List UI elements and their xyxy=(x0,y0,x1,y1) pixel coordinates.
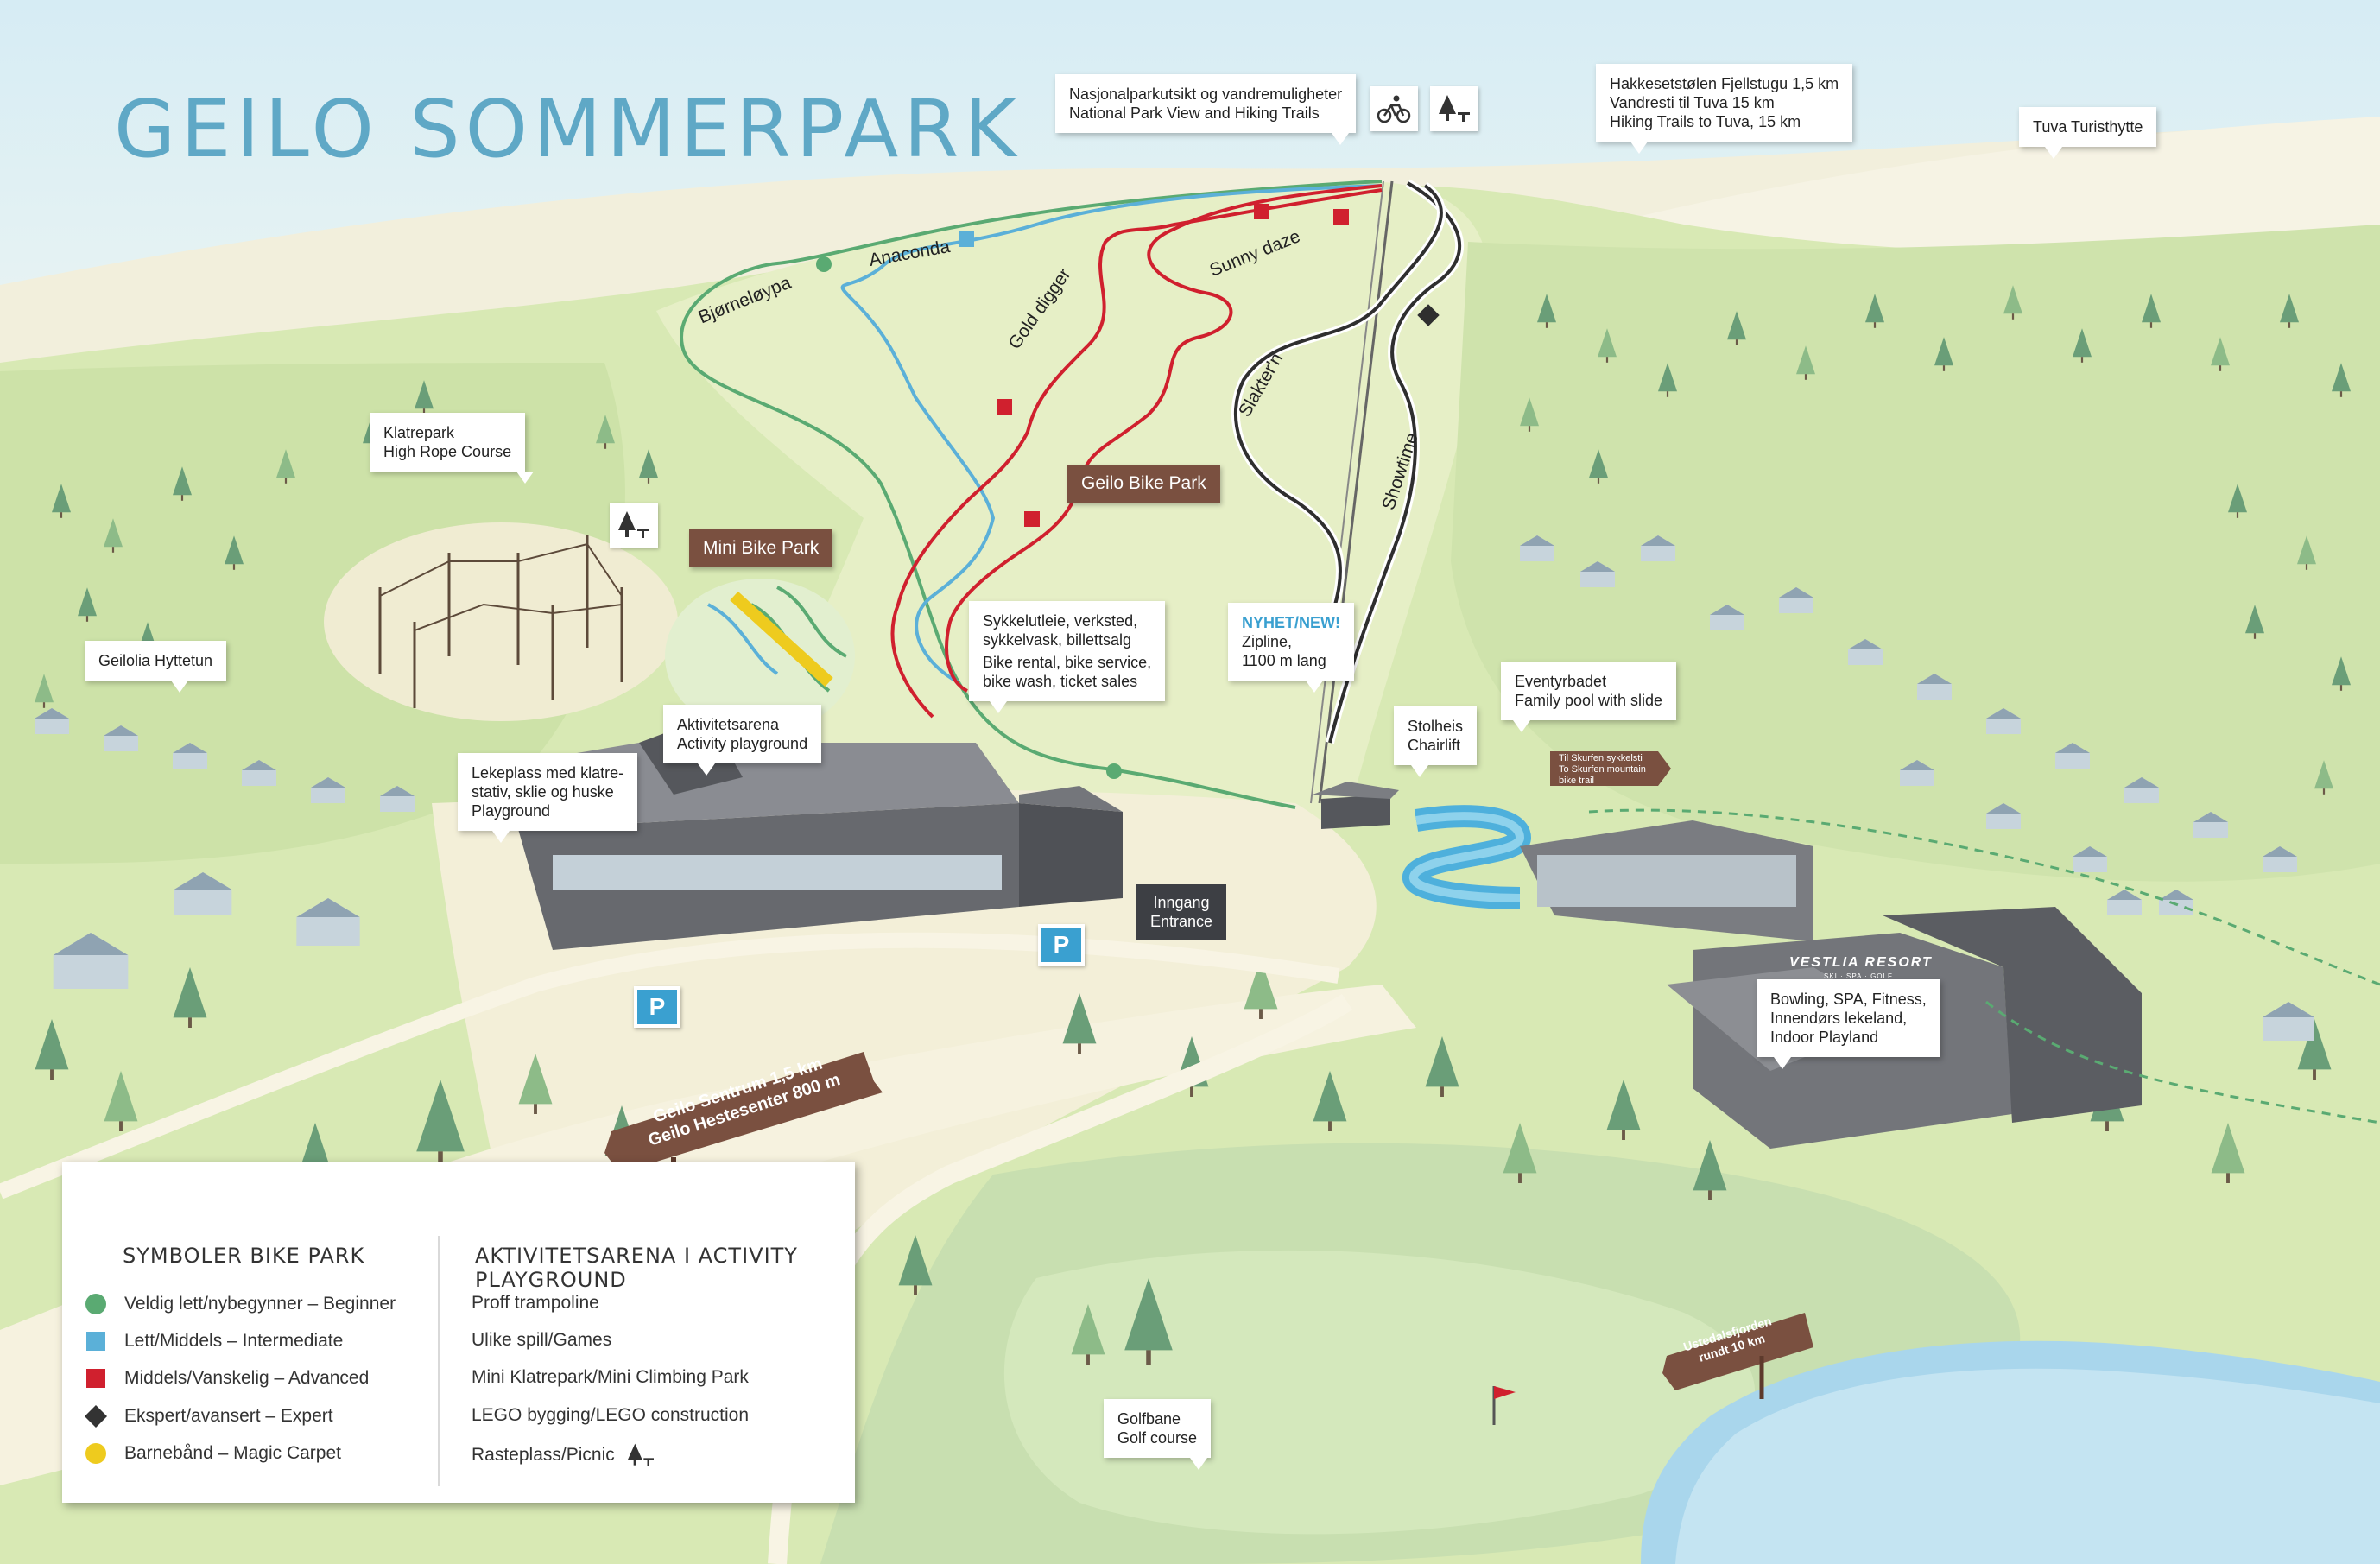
black-diamond-icon xyxy=(85,1405,107,1428)
legend-activity-label: Rasteplass/Picnic xyxy=(472,1445,615,1465)
picnic-icon xyxy=(627,1443,654,1466)
legend-activity-item: Proff trampoline xyxy=(472,1293,599,1314)
picnic-icon xyxy=(1430,86,1478,131)
label-geilo-bike-park: Geilo Bike Park xyxy=(1067,465,1220,503)
label-mini-bike-park: Mini Bike Park xyxy=(689,529,833,567)
sign-skurfen: Til Skurfen sykkelsti To Skurfen mountai… xyxy=(1559,753,1646,787)
legend-divider xyxy=(438,1236,440,1486)
legend-activity-item: Mini Klatrepark/Mini Climbing Park xyxy=(472,1367,749,1388)
callout-line: Family pool with slide xyxy=(1515,692,1663,709)
legend-activity-label: Proff trampoline xyxy=(472,1293,599,1313)
callout-zipline: NYHET/NEW! Zipline, 1100 m lang xyxy=(1228,603,1354,693)
legend-activity-label: LEGO bygging/LEGO construction xyxy=(472,1405,749,1425)
callout-national-park: Nasjonalparkutsikt og vandremuligheter N… xyxy=(1055,74,1357,145)
callout-line: Klatrepark xyxy=(383,424,455,441)
callout-line: Nasjonalparkutsikt og vandremuligheter xyxy=(1069,85,1343,103)
callout-bike-rental: Sykkelutleie, verksted, sykkelvask, bill… xyxy=(969,601,1166,713)
legend-title-activity: AKTIVITETSARENA I ACTIVITY PLAYGROUND xyxy=(475,1244,798,1292)
yellow-circle-icon xyxy=(85,1443,106,1464)
legend-title-bike-park: SYMBOLER BIKE PARK xyxy=(123,1244,365,1268)
legend-activity-label: Ulike spill/Games xyxy=(472,1330,612,1350)
sign-line: To Skurfen mountain xyxy=(1559,764,1646,775)
callout-line: Vandresti til Tuva 15 km xyxy=(1610,94,1775,111)
callout-line: National Park View and Hiking Trails xyxy=(1069,104,1320,122)
callout-line: Bowling, SPA, Fitness, xyxy=(1770,991,1927,1008)
picnic-icon xyxy=(610,503,658,548)
legend-item-label: Barnebånd – Magic Carpet xyxy=(124,1443,341,1463)
callout-geilolia: Geilolia Hyttetun xyxy=(85,641,227,693)
parking-icon: P xyxy=(634,986,680,1028)
legend-item-intermediate: Lett/Middels – Intermediate xyxy=(85,1330,343,1352)
callout-line: Eventyrbadet xyxy=(1515,673,1607,690)
callout-line: High Rope Course xyxy=(383,443,512,460)
legend-item-label: Ekspert/avansert – Expert xyxy=(124,1406,333,1426)
legend: SYMBOLER BIKE PARK AKTIVITETSARENA I ACT… xyxy=(62,1162,855,1503)
legend-item-magic-carpet: Barnebånd – Magic Carpet xyxy=(85,1442,341,1465)
legend-item-beginner: Veldig lett/nybegynner – Beginner xyxy=(85,1293,396,1315)
inngang-label-line: Inngang xyxy=(1153,894,1210,911)
legend-activity-item: LEGO bygging/LEGO construction xyxy=(472,1405,749,1426)
callout-line: Playground xyxy=(472,802,551,820)
callout-hakkesetstolen: Hakkesetstølen Fjellstugu 1,5 km Vandres… xyxy=(1596,64,1853,154)
blue-square-icon xyxy=(86,1332,105,1351)
red-square-icon xyxy=(86,1369,105,1388)
callout-line: Innendørs lekeland, xyxy=(1770,1010,1908,1027)
bike-icon xyxy=(1370,86,1418,131)
callout-line: Bike rental, bike service, xyxy=(983,654,1152,671)
resort-logo-sub: SKI · SPA · GOLF xyxy=(1824,972,1893,980)
skurfen-sign-board xyxy=(1550,751,1671,786)
callout-line: Lekeplass med klatre- xyxy=(472,764,624,782)
sign-line: Til Skurfen sykkelsti xyxy=(1559,753,1643,763)
callout-line: Golf course xyxy=(1117,1429,1198,1447)
legend-activity-item: Rasteplass/Picnic xyxy=(472,1442,658,1468)
callout-eventyrbadet: Eventyrbadet Family pool with slide xyxy=(1501,662,1677,732)
sign-line: bike trail xyxy=(1559,776,1594,786)
callout-line: sykkelvask, billettsalg xyxy=(983,631,1132,649)
legend-activity-item: Ulike spill/Games xyxy=(472,1330,611,1351)
callout-line: Golfbane xyxy=(1117,1410,1181,1428)
callout-line: 1100 m lang xyxy=(1242,652,1326,669)
legend-item-advanced: Middels/Vanskelig – Advanced xyxy=(85,1367,369,1390)
legend-item-label: Middels/Vanskelig – Advanced xyxy=(124,1368,370,1388)
callout-stolheis: Stolheis Chairlift xyxy=(1394,706,1478,777)
callout-line: bike wash, ticket sales xyxy=(983,673,1138,690)
legend-item-expert: Ekspert/avansert – Expert xyxy=(85,1405,333,1428)
callout-line: Activity playground xyxy=(677,735,808,752)
callout-aktivitetsarena: Aktivitetsarena Activity playground xyxy=(663,705,822,776)
legend-item-label: Veldig lett/nybegynner – Beginner xyxy=(124,1294,396,1314)
page-title: GEILO SOMMERPARK xyxy=(114,83,1022,175)
ustedalsfjorden-sign-board xyxy=(1662,1313,1813,1399)
inngang-label-line: Entrance xyxy=(1150,913,1213,930)
callout-bowling: Bowling, SPA, Fitness, Innendørs lekelan… xyxy=(1757,979,1940,1069)
resort-logo: VESTLIA RESORT xyxy=(1789,955,1933,970)
callout-line: Chairlift xyxy=(1408,737,1461,754)
callout-line: Zipline, xyxy=(1242,633,1293,650)
green-circle-icon xyxy=(85,1294,106,1314)
legend-item-label: Lett/Middels – Intermediate xyxy=(124,1331,344,1351)
callout-line: stativ, sklie og huske xyxy=(472,783,614,801)
callout-line: Aktivitetsarena xyxy=(677,716,780,733)
callout-lekeplass: Lekeplass med klatre- stativ, sklie og h… xyxy=(458,753,638,843)
callout-line: Indoor Playland xyxy=(1770,1029,1879,1046)
zipline-new-badge: NYHET/NEW! xyxy=(1242,614,1340,631)
callout-line: Sykkelutleie, verksted, xyxy=(983,612,1138,630)
callout-klatrepark: Klatrepark High Rope Course xyxy=(370,413,535,484)
label-inngang: Inngang Entrance xyxy=(1136,884,1227,940)
callout-line: Hakkesetstølen Fjellstugu 1,5 km xyxy=(1610,75,1839,92)
callout-tuva: Tuva Turisthytte xyxy=(2019,107,2157,159)
callout-line: Stolheis xyxy=(1408,718,1464,735)
legend-activity-label: Mini Klatrepark/Mini Climbing Park xyxy=(472,1367,749,1387)
parking-icon: P xyxy=(1038,924,1085,966)
callout-line: Hiking Trails to Tuva, 15 km xyxy=(1610,113,1801,130)
callout-golfbane: Golfbane Golf course xyxy=(1104,1399,1212,1470)
